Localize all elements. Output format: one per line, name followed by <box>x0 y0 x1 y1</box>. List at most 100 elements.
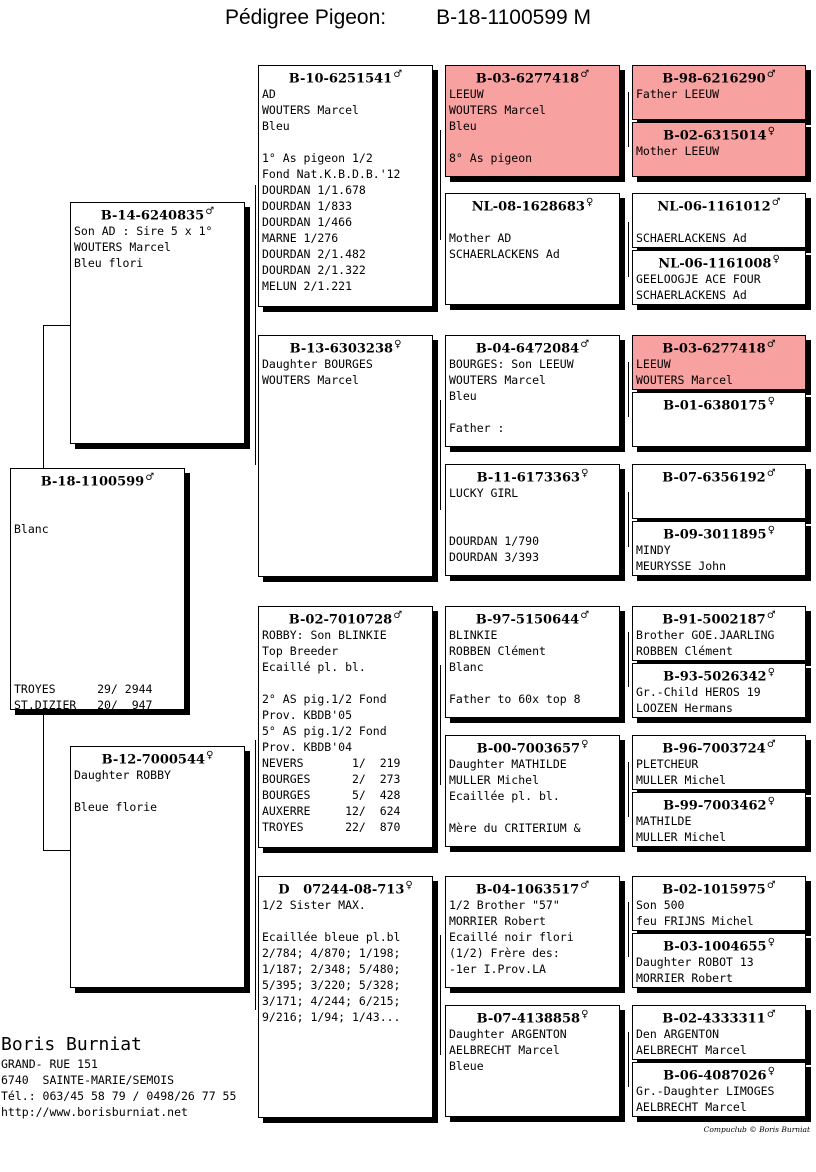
detail-line <box>14 617 181 633</box>
ring-number: B-03-1004655♀ <box>633 935 805 954</box>
female-symbol-icon: ♀ <box>585 197 594 208</box>
detail-line: 8° As pigeon <box>449 151 533 166</box>
detail-line: AUXERRE 12/ 624 <box>262 804 401 819</box>
detail-line <box>14 649 181 665</box>
detail-line: DOURDAN 3/393 <box>449 550 540 565</box>
pigeon-card-ssss[interactable]: B-98-6216290♂Father LEEUW <box>632 65 806 120</box>
ring-number: B-91-5002187♂ <box>633 608 805 627</box>
detail-line: MULLER Michel <box>636 830 727 845</box>
ring-text: B-10-6251541 <box>288 71 393 87</box>
detail-line: ST.DIZIER 20/ 947 <box>14 698 153 710</box>
pigeon-card-sire[interactable]: B-14-6240835♂Son AD : Sire 5 x 1°WOUTERS… <box>70 202 245 444</box>
ring-text: B-06-4087026 <box>663 1068 767 1084</box>
connector-line <box>628 1032 629 1087</box>
detail-line: MATHILDE <box>636 814 692 829</box>
detail-line: Bleue <box>449 1059 484 1074</box>
ring-text: B-13-6303238 <box>289 341 394 357</box>
pigeon-card-sssd[interactable]: B-02-6315014♀Mother LEEUW <box>632 122 806 177</box>
detail-line: Bleu <box>262 119 290 134</box>
ring-number: B-03-6277418♂ <box>633 337 805 356</box>
pigeon-card-sdsd[interactable]: B-01-6380175♀VAN DIJCK Dirk <box>632 392 806 447</box>
detail-line: 1/187; 2/348; 5/480; <box>262 962 401 977</box>
detail-line: NEVERS 1/ 219 <box>262 756 401 771</box>
connector-line <box>255 185 256 465</box>
detail-line: BOURGES: Son LEEUW <box>449 357 574 372</box>
pigeon-details: SCHAERLACKENS Ad <box>633 214 805 246</box>
ring-number: B-04-1063517♂ <box>446 878 619 897</box>
female-symbol-icon: ♀ <box>767 937 775 948</box>
ring-text: B-93-5026342 <box>663 669 767 685</box>
detail-line: Blanc <box>14 522 49 537</box>
detail-line <box>14 489 181 505</box>
detail-line: MELUN 2/1.221 <box>262 279 353 294</box>
detail-line: Den ARGENTON <box>636 1027 720 1042</box>
connector-line <box>628 92 629 147</box>
male-symbol-icon: ♂ <box>145 472 155 483</box>
ring-text: B-99-7003462 <box>663 798 767 814</box>
ring-text: NL-06-1161012 <box>657 199 771 215</box>
detail-line: Ecaillé pl. bl. <box>262 660 366 675</box>
owner-block: Boris Burniat GRAND- RUE 151 6740 SAINTE… <box>1 1034 236 1120</box>
ring-number: B-13-6303238♀ <box>259 337 432 356</box>
pigeon-card-dam-dam[interactable]: D 07244-08-713♀1/2 Sister MAX.Ecaillée b… <box>258 876 433 1118</box>
detail-line: VAN DIJCK Dirk <box>636 445 802 446</box>
ring-number: B-02-6315014♀ <box>633 124 805 143</box>
owner-phone: Tél.: 063/45 58 79 / 0498/26 77 55 <box>1 1089 237 1103</box>
ring-number: B-07-4138858♀ <box>446 1007 619 1026</box>
detail-line: WOUTERS Marcel <box>636 373 733 388</box>
ring-text: B-01-6380175 <box>663 398 767 414</box>
detail-line: DOURDAN 1/790 <box>449 534 540 549</box>
connector-line <box>628 902 629 957</box>
detail-line: Gr.-Child HEROS 19 <box>636 685 761 700</box>
detail-line: Ecaillée bleue pl.bl <box>262 930 401 945</box>
pigeon-card-ssds[interactable]: NL-06-1161012♂ SCHAERLACKENS Ad <box>632 193 806 248</box>
detail-line <box>14 505 181 521</box>
ring-text: D 07244-08-713 <box>278 882 405 898</box>
detail-line <box>449 134 616 150</box>
owner-website[interactable]: http://www.borisburniat.net <box>1 1105 188 1119</box>
detail-line: Brother GOE.JAARLING <box>636 628 775 643</box>
detail-line: AD <box>262 87 276 102</box>
detail-line: GEELOOGJE ACE FOUR <box>636 272 761 287</box>
ring-text: B-07-4138858 <box>476 1011 581 1027</box>
pigeon-card-sdds[interactable]: B-07-6356192♂ <box>632 464 806 519</box>
male-symbol-icon: ♂ <box>771 197 781 208</box>
detail-line: 1/2 Sister MAX. <box>262 898 366 913</box>
detail-line: (1/2) Frère des: <box>449 946 560 961</box>
ring-text: B-02-7010728 <box>288 612 393 628</box>
male-symbol-icon: ♂ <box>393 610 403 621</box>
detail-line: Father to 60x top 8 <box>449 692 581 707</box>
detail-line: MULLER Michel <box>449 773 540 788</box>
detail-line: Son AD : Sire 5 x 1° <box>74 224 213 239</box>
pigeon-card-dds[interactable]: B-04-1063517♂1/2 Brother "57"MORRIER Rob… <box>445 876 620 988</box>
female-symbol-icon: ♀ <box>581 739 589 750</box>
